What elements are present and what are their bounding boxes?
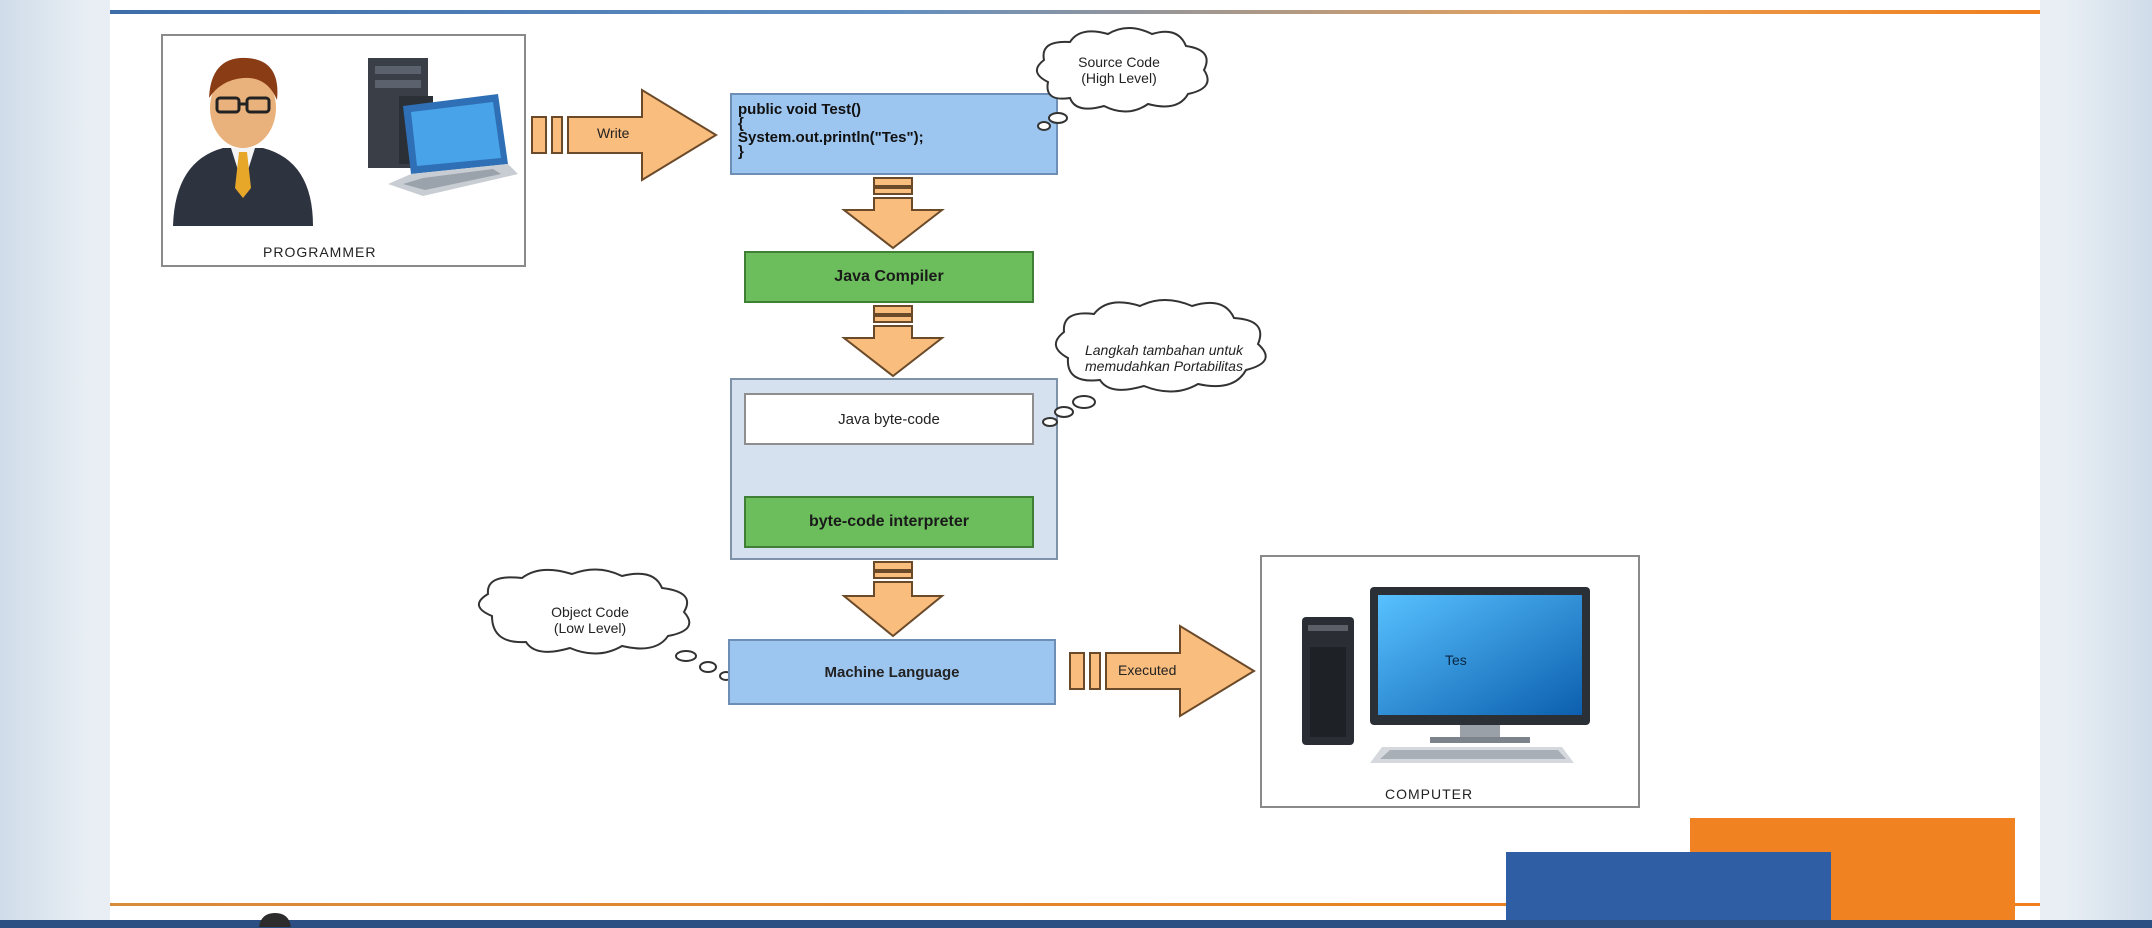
java-bytecode-box: Java byte-code <box>744 393 1034 445</box>
programmer-illustration-icon <box>173 57 518 226</box>
code-line: { <box>738 115 744 132</box>
cloud-line: (Low Level) <box>553 620 627 636</box>
write-arrow-icon <box>531 88 718 182</box>
computer-caption: COMPUTER <box>1385 786 1474 802</box>
code-line: public void Test() <box>738 101 862 118</box>
top-accent-line <box>110 10 2040 14</box>
source-code-box: public void Test() { System.out.println(… <box>730 93 1058 175</box>
down-arrow-icon <box>841 305 945 378</box>
down-arrow-icon <box>841 561 945 638</box>
cloud-line: (High Level) <box>1081 70 1157 86</box>
portability-cloud-text: Langkah tambahan untuk memudahkan Portab… <box>1044 342 1284 374</box>
java-compiler-box: Java Compiler <box>744 251 1034 303</box>
cloud-line: Object Code <box>551 604 629 620</box>
executed-label: Executed <box>1118 662 1177 678</box>
object-code-cloud-text: Object Code (Low Level) <box>520 604 660 636</box>
programmer-caption: PROGRAMMER <box>263 244 377 260</box>
executed-arrow-icon <box>1069 624 1256 718</box>
object-code-cloud-icon <box>478 568 733 681</box>
computer-frame: Tes COMPUTER <box>1260 555 1640 808</box>
cloud-line: Source Code <box>1078 54 1160 70</box>
computer-illustration-icon <box>1302 587 1590 763</box>
decor-blue-block <box>1506 852 1831 928</box>
bytecode-interpreter-box: byte-code interpreter <box>744 496 1034 548</box>
source-code-cloud-icon <box>1036 27 1209 131</box>
cloud-line: Langkah tambahan untuk <box>1084 342 1243 358</box>
down-arrow-icon <box>841 177 945 250</box>
bottom-bar <box>0 920 2152 928</box>
cloud-line: memudahkan Portabilitas <box>1085 358 1243 374</box>
screen-text: Tes <box>1445 652 1467 668</box>
portability-cloud-icon <box>1042 299 1267 427</box>
bottom-accent-line <box>110 903 2040 906</box>
programmer-frame: PROGRAMMER <box>161 34 526 267</box>
code-line: } <box>738 143 744 160</box>
footer-logo-icon <box>259 913 291 927</box>
code-line: System.out.println("Tes"); <box>738 129 924 146</box>
machine-language-box: Machine Language <box>728 639 1056 705</box>
write-label: Write <box>597 125 630 141</box>
source-code-cloud-text: Source Code (High Level) <box>1054 54 1184 86</box>
